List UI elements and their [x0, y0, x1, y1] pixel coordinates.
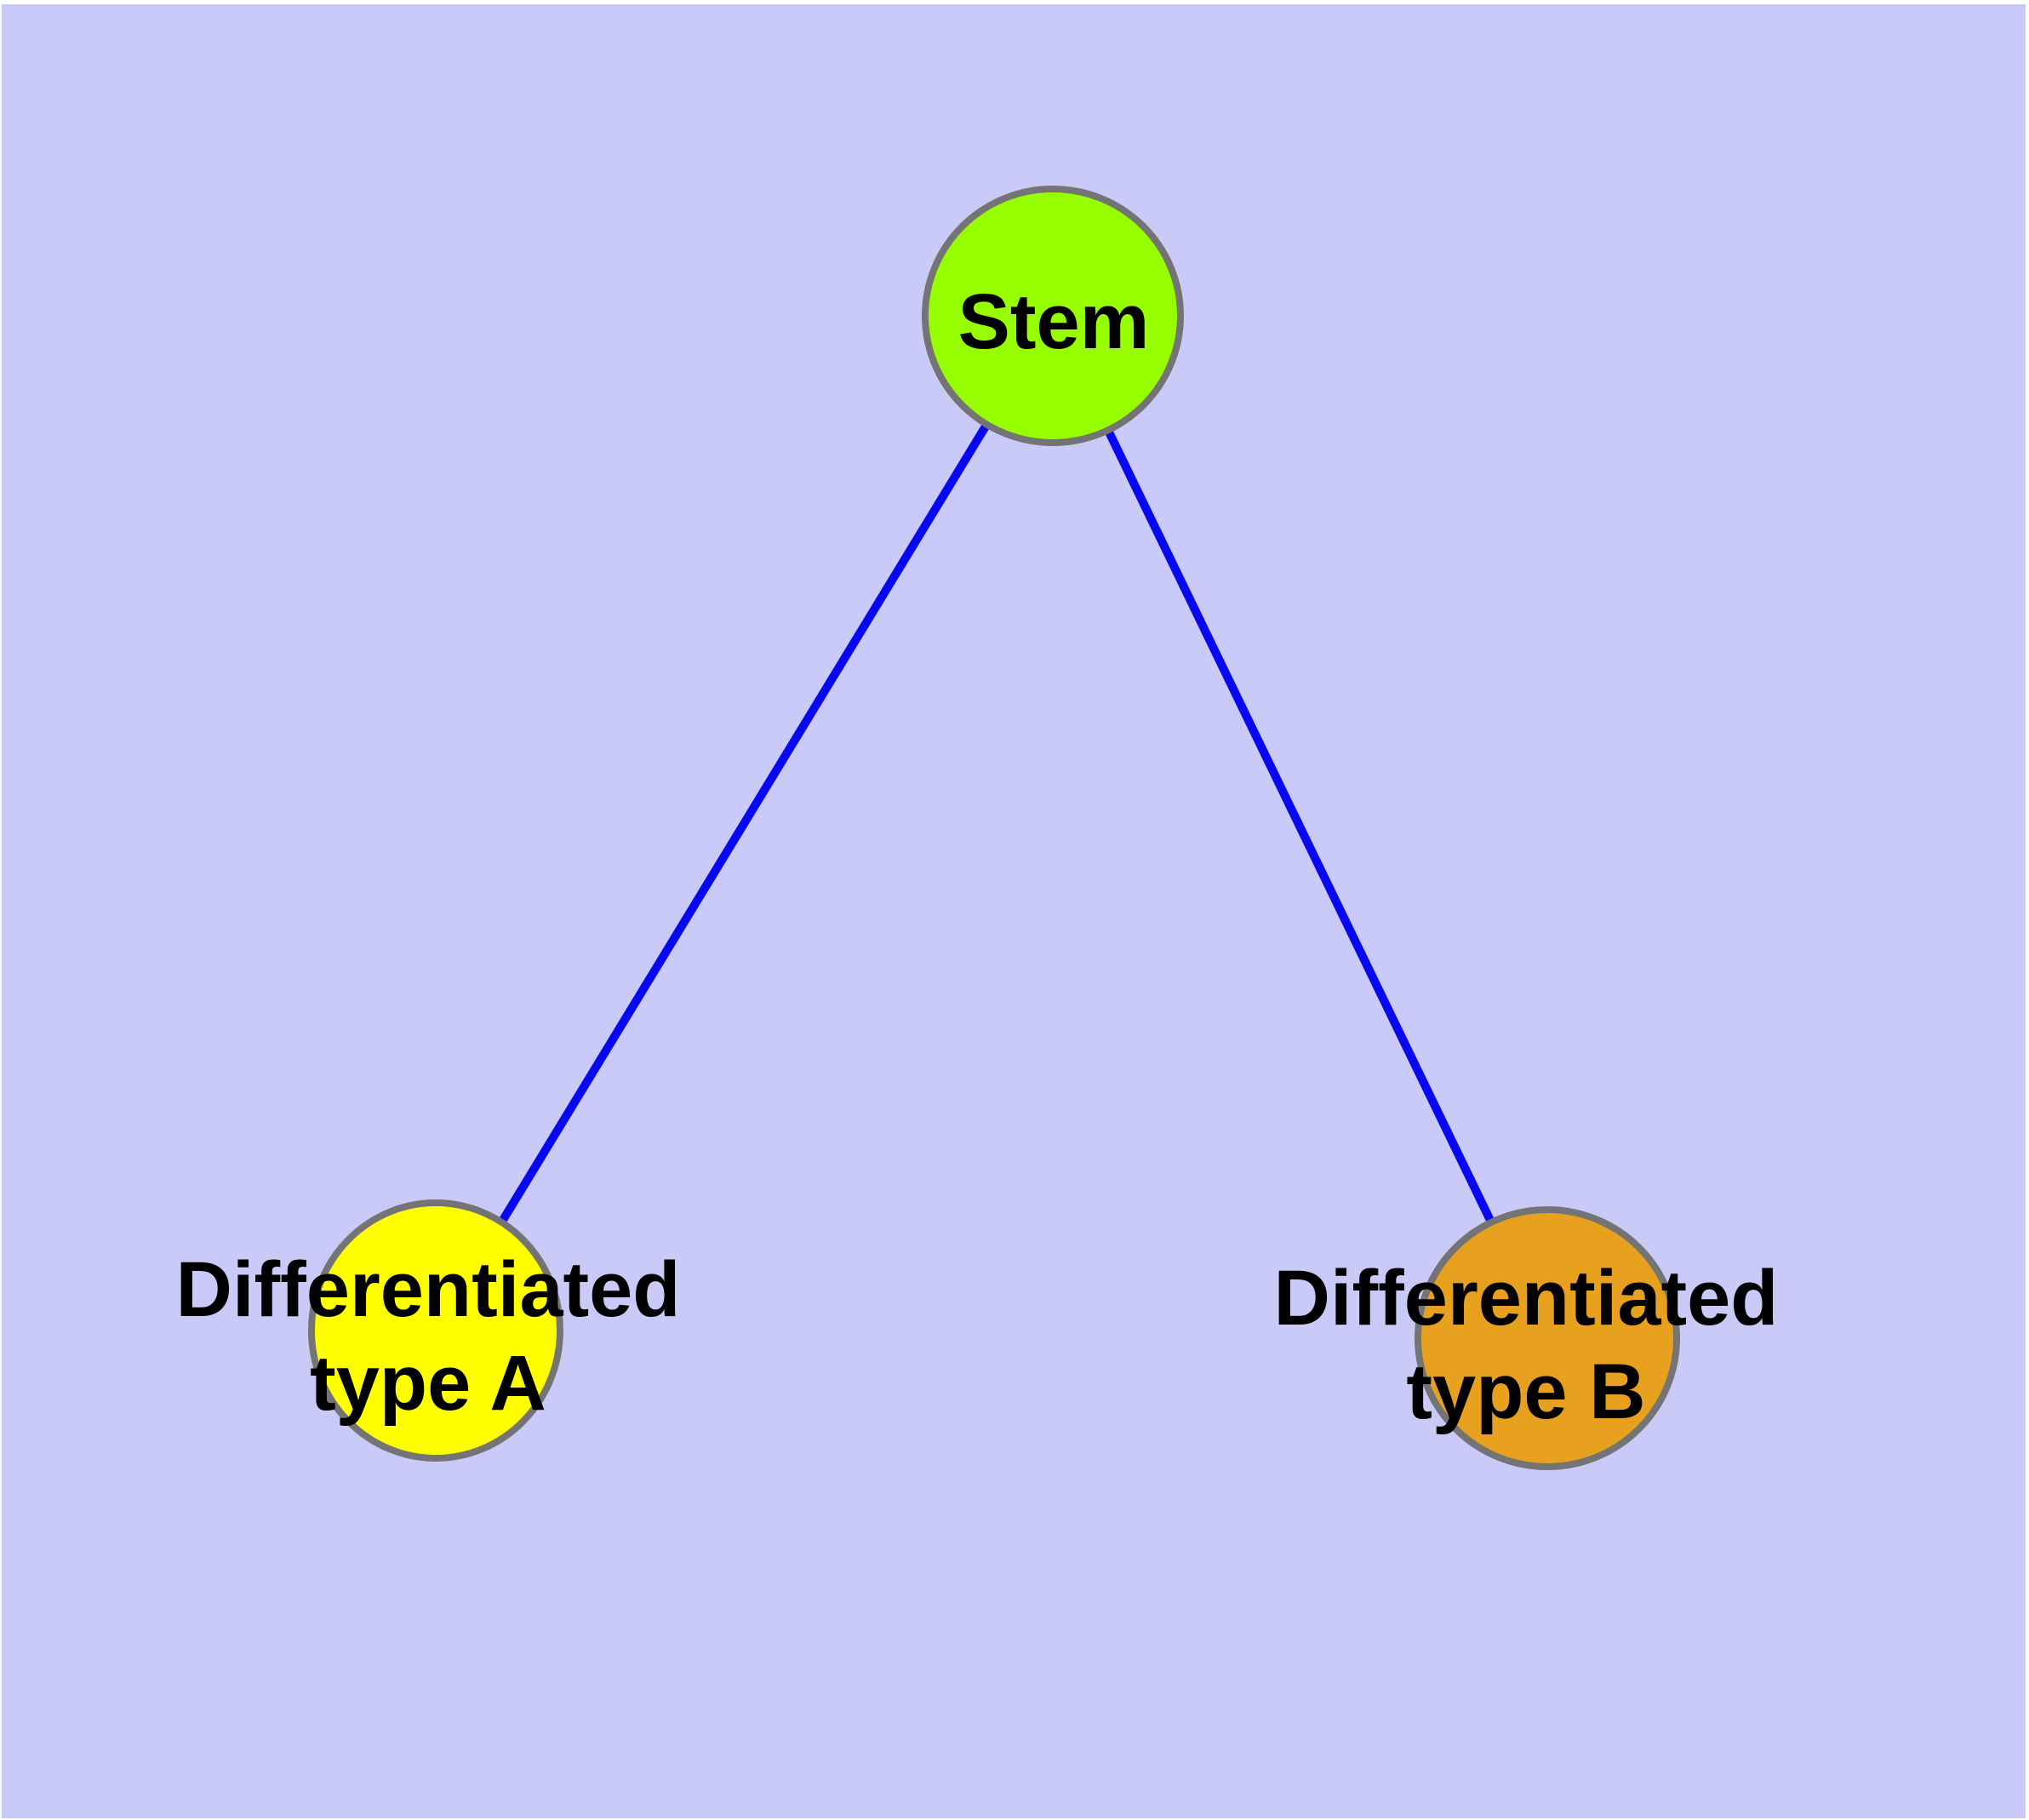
node-stem-circle [922, 186, 1184, 446]
edge-stem-differentiated-type-b [1049, 313, 1552, 1341]
edge-stem-differentiated-type-a [432, 313, 1057, 1333]
node-differentiated-type-b-circle [1415, 1206, 1680, 1470]
node-differentiated-type-a-circle [308, 1199, 563, 1462]
